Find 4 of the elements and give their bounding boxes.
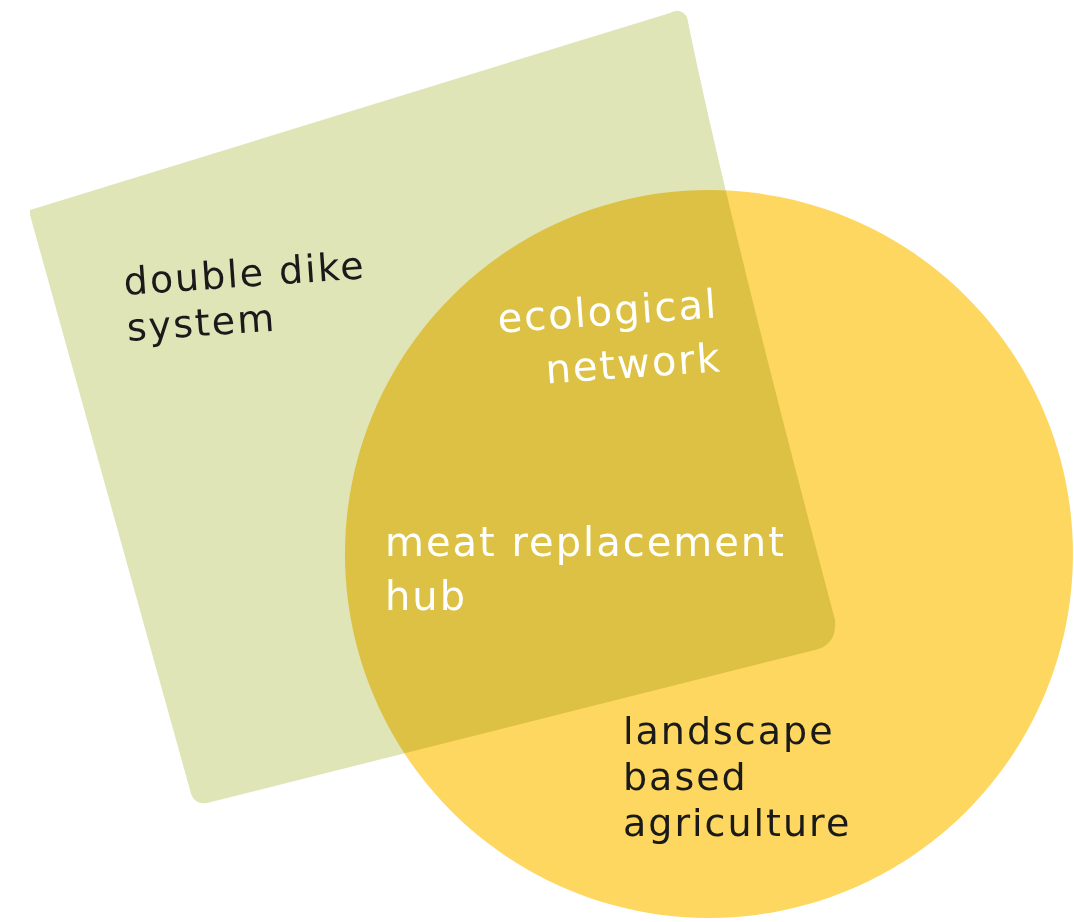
- set-label: double dike system: [122, 242, 368, 351]
- overlap-label: ecological network: [494, 279, 724, 395]
- overlap-label: meat replacement hub: [385, 518, 787, 621]
- set-label: landscape based agriculture: [623, 708, 853, 846]
